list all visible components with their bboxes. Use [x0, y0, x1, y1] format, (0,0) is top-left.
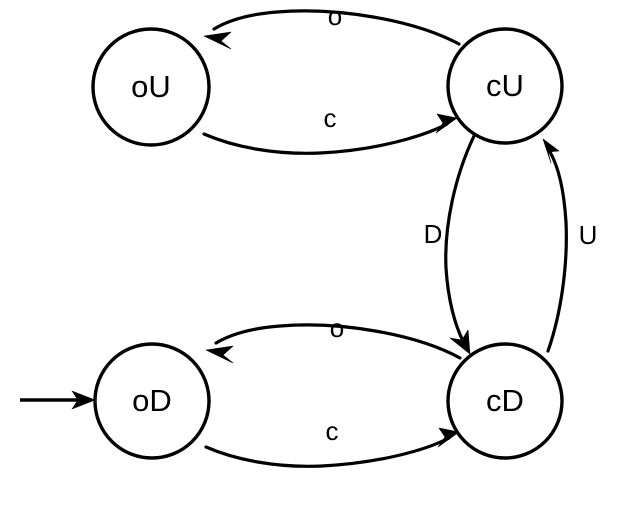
edge-cU-to-cD-arrowhead [449, 329, 471, 355]
start-arrow [20, 390, 96, 410]
edge-label-c-top: c [324, 103, 337, 133]
edge-label-D: D [424, 219, 443, 249]
state-node-oU-circle [91, 27, 211, 147]
edge-label-c-bottom: c [326, 416, 339, 446]
edge-cD-to-oD[interactable]: o [205, 313, 462, 364]
state-node-cU-label: cU [486, 68, 524, 103]
edge-cD-to-cU-arrowhead [542, 138, 560, 164]
state-node-oD[interactable]: oD [93, 342, 211, 460]
state-node-oD-circle [93, 342, 211, 460]
edge-cU-to-cD[interactable]: D [424, 134, 476, 355]
edge-cU-to-cD-path [444, 134, 476, 343]
edge-cD-to-cU-path [546, 150, 568, 353]
start-arrowhead [71, 390, 96, 410]
edge-oU-to-cU-path [202, 122, 449, 155]
edge-oD-to-cD-arrowhead [437, 427, 460, 448]
edge-oU-to-cU-arrowhead [435, 113, 458, 134]
edge-oD-to-cD-path [204, 436, 451, 468]
state-node-oU-label: oU [131, 69, 171, 104]
state-node-cU[interactable]: cU [446, 27, 564, 145]
edge-cD-to-cU[interactable]: U [542, 138, 598, 353]
edge-cD-to-oD-arrowhead [205, 345, 234, 364]
state-node-cD-label: cD [486, 383, 524, 418]
edge-cU-to-oU-path [212, 9, 461, 46]
state-node-cU-circle [446, 27, 564, 145]
state-node-oU[interactable]: oU [91, 27, 211, 147]
edge-label-U: U [579, 220, 598, 250]
edge-cU-to-oU[interactable]: o [203, 1, 461, 50]
edge-oU-to-cU[interactable]: c [202, 103, 458, 155]
edge-label-o-bottom: o [330, 313, 344, 343]
edge-label-o-top: o [328, 1, 342, 31]
state-node-oD-label: oD [132, 383, 172, 418]
edge-cD-to-oD-path [214, 323, 462, 360]
edge-cU-to-oU-arrowhead [203, 31, 232, 50]
state-node-cD[interactable]: cD [446, 342, 564, 460]
edge-oD-to-cD[interactable]: c [204, 416, 460, 468]
state-node-cD-circle [446, 342, 564, 460]
